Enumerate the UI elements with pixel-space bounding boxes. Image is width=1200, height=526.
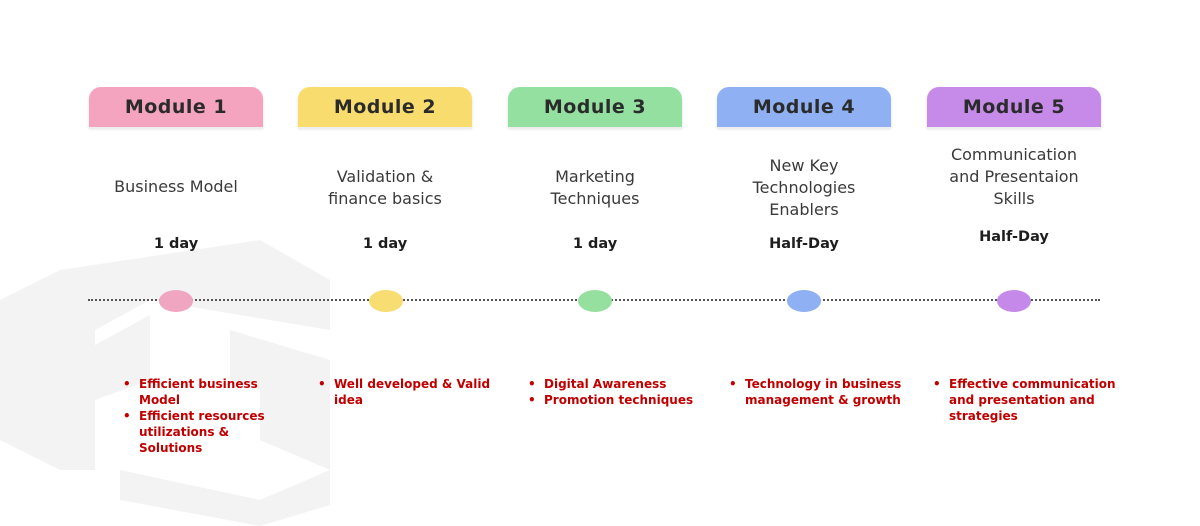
outcome-list: Efficient business Model Efficient resou… [123,376,293,456]
timeline-dot [787,290,821,312]
module-title: Business Model [76,176,276,198]
module-title-line: Technologies [752,178,856,197]
module-title-line: Communication [950,145,1078,164]
tab-divider [508,127,682,129]
outcome-list: Digital Awareness Promotion techniques [528,376,703,408]
module-tab: Module 3 [508,87,682,127]
tab-divider [89,127,263,129]
module-title-line: Validation & [336,167,434,186]
module-title: Validation & finance basics [285,166,485,210]
module-title-line: Techniques [550,189,640,208]
module-tab: Module 5 [927,87,1101,127]
module-1: Module 1 Business Model 1 day Efficient … [89,0,289,526]
module-title-line: finance basics [328,189,442,208]
module-title: New Key Technologies Enablers [704,155,904,221]
module-title-line: Marketing [555,167,635,186]
outcome-item: Well developed & Valid idea [318,376,493,408]
module-title: Marketing Techniques [495,166,695,210]
module-4: Module 4 New Key Technologies Enablers H… [717,0,917,526]
outcome-item: Technology in business management & grow… [729,376,919,408]
outcome-item: Digital Awareness [528,376,703,392]
timeline-dot [997,290,1031,312]
module-title-line: Enablers [769,200,839,219]
module-2: Module 2 Validation & finance basics 1 d… [298,0,498,526]
outcome-list: Technology in business management & grow… [729,376,919,408]
module-title-line: Business Model [114,177,238,196]
module-5: Module 5 Communication and Presentaion S… [927,0,1127,526]
outcome-list: Effective communication and presentation… [933,376,1138,424]
outcome-item: Efficient resources utilizations & Solut… [123,408,293,456]
module-duration: Half-Day [979,229,1049,245]
timeline-dot [578,290,612,312]
module-tab: Module 2 [298,87,472,127]
outcome-list: Well developed & Valid idea [318,376,493,408]
tab-divider [717,127,891,129]
module-title: Communication and Presentaion Skills [914,144,1114,210]
module-tab: Module 4 [717,87,891,127]
outcome-item: Efficient business Model [123,376,293,408]
module-duration: Half-Day [769,236,839,252]
module-duration: 1 day [153,236,199,252]
module-title-line: New Key [769,156,839,175]
outcome-item: Effective communication and presentation… [933,376,1138,424]
module-title-line: Skills [993,189,1035,208]
outcome-item: Promotion techniques [528,392,703,408]
timeline-dot [369,290,403,312]
module-tab: Module 1 [89,87,263,127]
module-duration: 1 day [572,236,618,252]
tab-divider [298,127,472,129]
tab-divider [927,127,1101,129]
module-duration: 1 day [362,236,408,252]
module-title-line: and Presentaion [949,167,1079,186]
timeline-dot [159,290,193,312]
module-3: Module 3 Marketing Techniques 1 day Digi… [508,0,708,526]
